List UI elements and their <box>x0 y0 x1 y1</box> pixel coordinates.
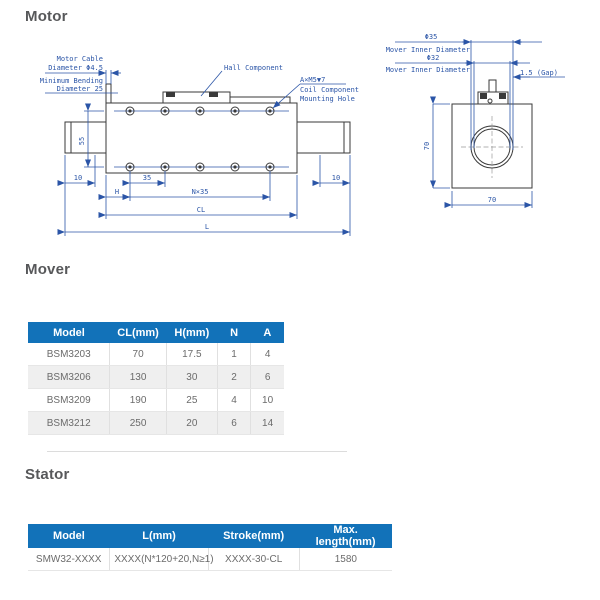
gap-callout: 1.5 (Gap) <box>513 69 565 80</box>
dim-nx35-label: N×35 <box>192 188 209 196</box>
dim-70-vertical-label: 70 <box>423 142 431 150</box>
dim-cl: CL <box>98 206 297 218</box>
table-cell: 10 <box>250 388 284 412</box>
gap-label: 1.5 (Gap) <box>520 69 558 77</box>
dia32-text: Mover Inner Diameter <box>386 66 470 74</box>
column-header: Stroke(mm) <box>208 524 300 548</box>
connector-pin-left <box>480 93 487 99</box>
table-cell: 1 <box>216 343 251 366</box>
mount-label-line3: Mounting Hole <box>300 95 355 103</box>
dia35-label: Φ35 <box>425 33 438 41</box>
connector-pin-right <box>499 93 506 99</box>
column-header: H(mm) <box>166 322 218 343</box>
connector-hole <box>487 98 493 104</box>
motor-body <box>105 102 298 174</box>
table-cell: 4 <box>216 388 251 412</box>
hall-clamp-left <box>166 92 175 97</box>
hall-component-extension <box>229 96 291 104</box>
table-cell: 190 <box>109 388 167 412</box>
dim-end-left: 10 <box>57 174 95 186</box>
section-divider <box>47 451 347 452</box>
cable-label-line1: Motor Cable <box>57 55 103 63</box>
table-cell: XXXX-30-CL <box>207 548 300 571</box>
table-cell: BSM3206 <box>28 365 110 389</box>
table-cell: 1580 <box>298 548 392 571</box>
table-cell: XXXX(N*120+20,N≥1) <box>109 548 214 571</box>
table-cell: 14 <box>250 411 284 435</box>
dim-pitch-35: 35 <box>122 174 165 186</box>
dim-h: H <box>98 188 130 200</box>
mounting-hole-callout: A×M5▼7 Coil Component Mounting Hole <box>272 76 359 109</box>
table-cell: 2 <box>216 365 251 389</box>
table-cell: 6 <box>250 365 284 389</box>
dim-l-label: L <box>205 223 209 231</box>
motor-cable <box>105 83 112 104</box>
dim-l: L <box>57 223 350 235</box>
dim-n-pitch: N×35 <box>122 188 270 200</box>
table-cell: 17.5 <box>165 343 218 366</box>
table-cell: BSM3203 <box>28 343 110 366</box>
mount-label-line1: A×M5▼7 <box>300 76 325 84</box>
dim-70-horizontal-label: 70 <box>488 196 496 204</box>
mounting-holes <box>125 106 275 172</box>
table-cell: 70 <box>109 343 167 366</box>
dim-10-left-label: 10 <box>74 174 82 182</box>
table-cell: BSM3209 <box>28 388 110 412</box>
dim-h-label: H <box>115 188 119 196</box>
dim-35-label: 35 <box>143 174 151 182</box>
front-view: 55 10 35 <box>40 55 359 236</box>
motor-technical-drawing: 55 10 35 <box>40 33 565 236</box>
dia35-text: Mover Inner Diameter <box>386 46 470 54</box>
dim-dia35: Φ35 Mover Inner Diameter <box>386 33 542 54</box>
bend-label-line1: Minimum Bending <box>40 77 103 85</box>
column-header: L(mm) <box>109 524 209 548</box>
column-header: Max. length(mm) <box>299 524 392 548</box>
dim-dia32: Φ32 Mover Inner Diameter <box>386 54 530 74</box>
table-cell: 6 <box>216 411 251 435</box>
hall-label: Hall Component <box>224 64 283 72</box>
dim-screw-row-spacing: 55 <box>78 103 104 168</box>
dim-10-right-label: 10 <box>332 174 340 182</box>
column-header: A <box>250 322 284 343</box>
table-cell: SMW32-XXXX <box>28 548 110 571</box>
dim-55-label: 55 <box>78 137 86 145</box>
table-cell: 250 <box>109 411 167 435</box>
column-header: N <box>217 322 251 343</box>
dim-height-70: 70 <box>423 96 450 189</box>
dim-width-70: 70 <box>444 191 533 208</box>
motor-section-title: Motor <box>25 8 68 25</box>
table-cell: 20 <box>165 411 218 435</box>
dim-cl-label: CL <box>197 206 205 214</box>
table-cell: 25 <box>165 388 218 412</box>
table-cell: 30 <box>165 365 218 389</box>
mount-label-line2: Coil Component <box>300 86 359 94</box>
bend-label-line2: Diameter 25 <box>57 85 103 93</box>
column-header: Model <box>28 322 110 343</box>
column-header: CL(mm) <box>109 322 167 343</box>
mover-section-title: Mover <box>25 261 71 278</box>
shaft-right <box>296 121 351 154</box>
table-cell: 4 <box>250 343 284 366</box>
hall-clamp-right <box>209 92 218 97</box>
table-cell: 130 <box>109 365 167 389</box>
table-cell: BSM3212 <box>28 411 110 435</box>
cable-label-line2: Diameter Φ4.5 <box>48 64 103 72</box>
side-view: Φ35 Mover Inner Diameter Φ32 Mover Inner… <box>386 33 565 208</box>
column-header: Model <box>28 524 110 548</box>
connector-tab <box>488 79 497 93</box>
cable-callout: Motor Cable Diameter Φ4.5 Minimum Bendin… <box>40 55 121 94</box>
dia32-label: Φ32 <box>427 54 440 62</box>
hall-callout: Hall Component <box>200 64 283 97</box>
stator-section-title: Stator <box>25 466 70 483</box>
dim-end-right: 10 <box>312 174 350 186</box>
